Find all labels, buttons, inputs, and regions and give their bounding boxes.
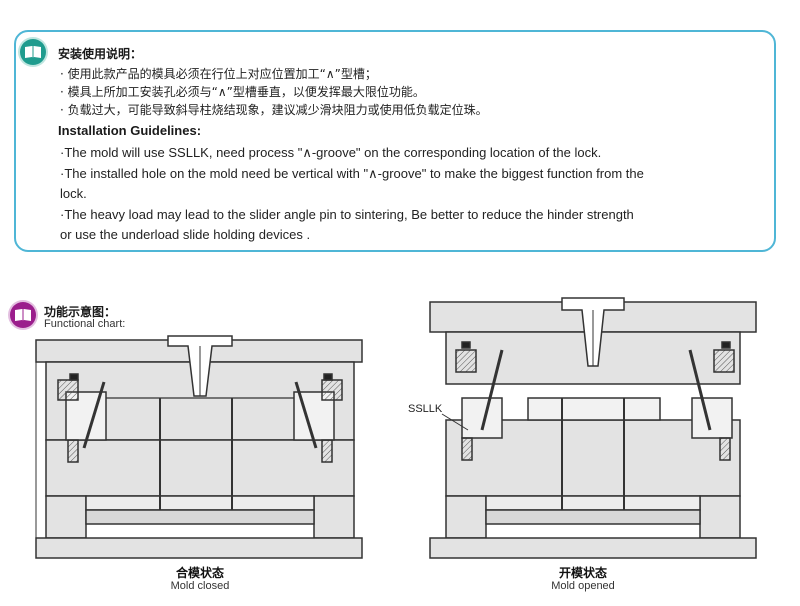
functional-chart-title: 功能示意图： (44, 305, 117, 319)
cn-guide-line-3: · 负载过大，可能导致斜导柱烧结现象，建议减少滑块阻力或使用低负载定位珠。 (60, 103, 488, 117)
mold-opened-caption-cn: 开模状态 (558, 566, 607, 580)
mold-opened-diagram (429, 297, 757, 559)
ejector-retainer (85, 495, 315, 511)
en-guide-line-1: ·The mold will use SSLLK, need process "… (60, 145, 602, 160)
ssllk-label: SSLLK (408, 403, 443, 415)
cn-guide-line-1: · 使用此款产品的模具必须在行位上对应位置加工“∧”型槽； (60, 67, 377, 81)
ejector-retainer (485, 495, 701, 511)
mold-closed-caption-cn: 合模状态 (175, 566, 224, 580)
support-block-left (45, 495, 87, 539)
support-block-right (313, 495, 355, 539)
functional-chart-subtitle: Functional chart: (44, 318, 126, 330)
en-guide-line-3: lock. (60, 186, 87, 201)
ejector-plate (85, 509, 315, 525)
top-strip (0, 0, 800, 10)
installation-guidelines-box (14, 30, 776, 252)
mold-opened-caption-en: Mold opened (551, 580, 615, 592)
ejector-plate (485, 509, 701, 525)
en-guide-line-4: ·The heavy load may lead to the slider a… (60, 207, 634, 222)
cn-guide-title: 安装使用说明： (58, 47, 143, 61)
en-guide-title: Installation Guidelines: (58, 123, 202, 138)
cn-guide-line-2: · 模具上所加工安装孔必须与“∧”型槽垂直，以便发挥最大限位功能。 (60, 85, 425, 99)
support-block-left (445, 495, 487, 539)
mold-closed-diagram (35, 335, 363, 559)
book-icon (20, 39, 46, 65)
core-plate (45, 439, 355, 497)
mold-closed-caption-en: Mold closed (170, 580, 230, 592)
bottom-clamp-plate (429, 537, 757, 559)
support-block-right (699, 495, 741, 539)
book-icon (10, 302, 36, 328)
en-guide-line-2: ·The installed hole on the mold need be … (60, 166, 644, 181)
bottom-clamp-plate (35, 537, 363, 559)
en-guide-line-5: or use the underload slide holding devic… (60, 227, 311, 242)
